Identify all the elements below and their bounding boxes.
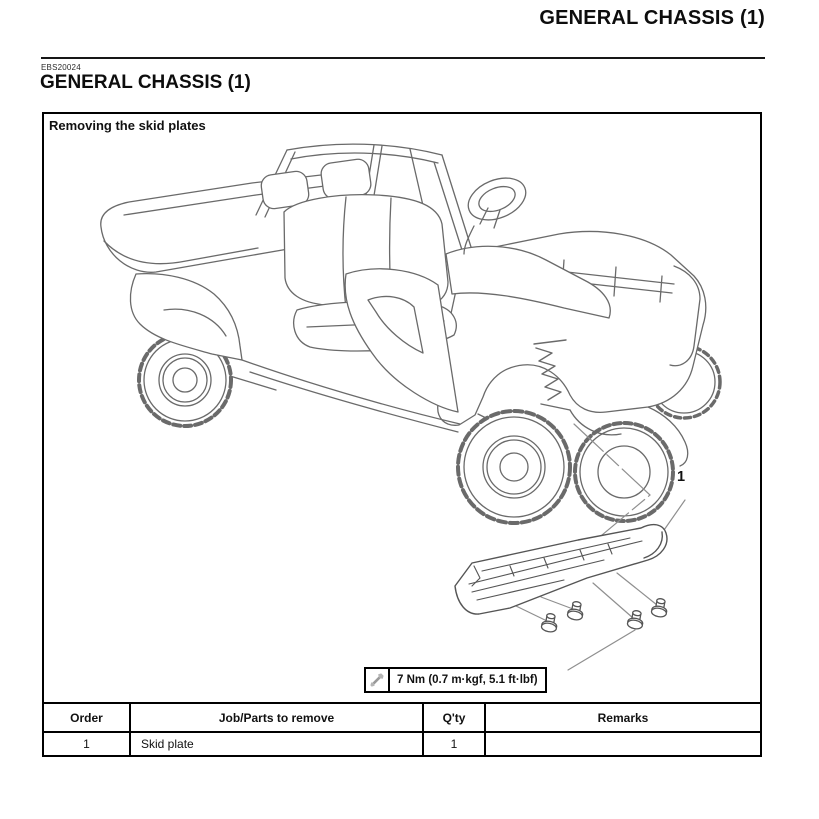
torque-spec-box: 7 Nm (0.7 m·kgf, 5.1 ft·lbf) [364,667,547,693]
cell-remarks [484,731,762,757]
column-header-qty: Q'ty [422,702,486,733]
cell-order: 1 [42,731,131,757]
skid-plate-drawing [454,523,668,615]
callout-1-label: 1 [677,469,686,485]
table-row: 1 Skid plate 1 [42,731,762,757]
torque-leader [567,629,636,671]
vehicle-illustration [100,143,722,671]
bolt-leader [592,582,634,619]
column-header-order: Order [42,702,131,733]
figure-box: Removing the skid plates 1 7 Nm (0.7 m·k… [42,112,762,702]
skid-plate-bolts [540,596,670,634]
figure-caption: Removing the skid plates [49,118,206,133]
utv-line-art [100,143,722,525]
torque-wrench-icon [366,669,390,691]
parts-table-header-row: Order Job/Parts to remove Q'ty Remarks [42,702,762,733]
chassis-to-plate-leader [573,423,651,546]
cell-job: Skid plate [129,731,424,757]
running-header: GENERAL CHASSIS (1) [539,7,765,29]
column-header-remarks: Remarks [484,702,762,733]
column-header-job: Job/Parts to remove [129,702,424,733]
header-rule [41,57,765,59]
cell-qty: 1 [422,731,486,757]
torque-spec-label: 7 Nm (0.7 m·kgf, 5.1 ft·lbf) [397,674,538,686]
parts-table: Order Job/Parts to remove Q'ty Remarks 1… [42,702,762,757]
bolt-leader [540,596,574,610]
doc-code: EBS20024 [41,63,81,72]
page-title: GENERAL CHASSIS (1) [40,72,251,93]
bolt-leader [515,605,548,622]
bolt-leader [616,572,658,606]
